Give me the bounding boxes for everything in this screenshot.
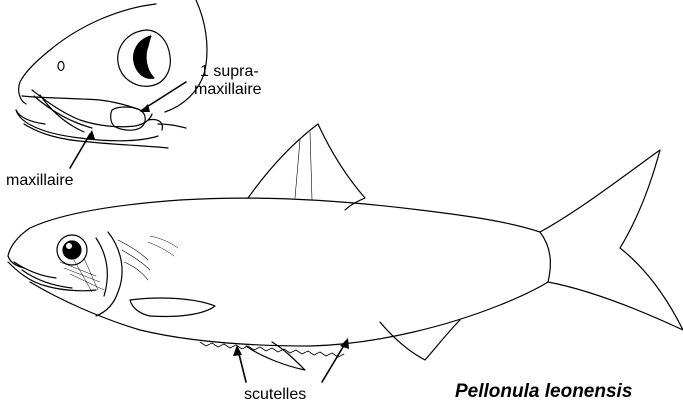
caudal-fin: [540, 150, 683, 330]
belly-scutes: [200, 342, 344, 357]
pectoral-fin: [130, 298, 215, 317]
head-detail-inset: [16, 0, 207, 168]
inset-pupil: [134, 36, 154, 78]
anal-fin: [380, 320, 460, 360]
label-supramaxillaire-2: maxillaire: [194, 81, 262, 98]
label-maxillaire: maxillaire: [6, 172, 74, 189]
label-supramaxillaire-1: 1 supra-: [200, 63, 259, 80]
label-scutelles: scutelles: [244, 386, 306, 403]
dorsal-fin: [248, 124, 365, 210]
fish-body: [8, 124, 683, 370]
species-name: Pellonula leonensis: [455, 381, 683, 403]
